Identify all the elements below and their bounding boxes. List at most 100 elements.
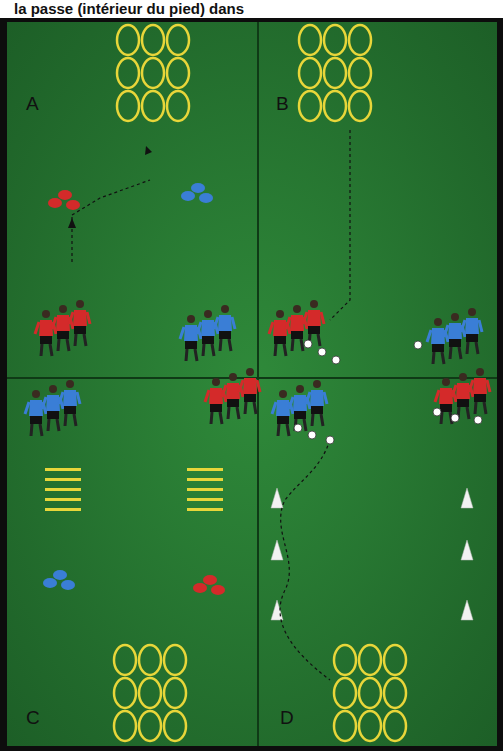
player (303, 300, 324, 346)
hoop (117, 58, 139, 88)
disc-cone (199, 193, 213, 203)
movement-lines (72, 130, 350, 680)
hoop (164, 678, 186, 708)
ladder-rung (45, 508, 81, 511)
pitch (7, 22, 497, 746)
hoop (167, 91, 189, 121)
player (289, 385, 310, 431)
ladder-rung (45, 468, 81, 471)
hoop (299, 91, 321, 121)
hoop (142, 25, 164, 55)
hoop (114, 645, 136, 675)
player (222, 373, 243, 419)
player (269, 310, 290, 356)
disc-cone (181, 191, 195, 201)
hoop (334, 711, 356, 741)
ladder-rung (45, 478, 81, 481)
hoop (334, 645, 356, 675)
ball (308, 431, 316, 439)
hoop (359, 645, 381, 675)
frame (0, 18, 503, 751)
hoop (384, 711, 406, 741)
ladder-rung (187, 508, 223, 511)
ball (451, 414, 459, 422)
player (197, 310, 218, 356)
balls (294, 340, 482, 444)
hoop (117, 91, 139, 121)
player (452, 373, 473, 419)
hoop (114, 678, 136, 708)
ladder-rung (187, 478, 223, 481)
hoop (114, 711, 136, 741)
ladder-rung (45, 488, 81, 491)
pass-line (330, 130, 350, 320)
hoop (334, 678, 356, 708)
player (42, 385, 63, 431)
disc-cone (66, 200, 80, 210)
slalom-cones (271, 488, 473, 620)
zone-letter: B (276, 94, 289, 114)
hoop (324, 58, 346, 88)
player (469, 368, 490, 414)
hoop (384, 645, 406, 675)
ball (414, 341, 422, 349)
hoop (359, 711, 381, 741)
ladder-rung (187, 488, 223, 491)
marker-cones (43, 183, 225, 595)
disc-cone (53, 570, 67, 580)
slalom-cone (461, 488, 473, 508)
hoop (349, 25, 371, 55)
ball (318, 348, 326, 356)
player (461, 308, 482, 354)
hoop (142, 91, 164, 121)
player (35, 310, 56, 356)
ball (332, 356, 340, 364)
ball (433, 408, 441, 416)
hoop-grids (114, 25, 406, 741)
player (25, 390, 46, 436)
title: la passe (intérieur du pied) dans (14, 0, 244, 18)
arrowhead (68, 218, 76, 228)
run-line (72, 180, 150, 215)
ladder-rung (187, 468, 223, 471)
player (205, 378, 226, 424)
disc-cone (211, 585, 225, 595)
zone-letter: A (26, 94, 39, 114)
player (59, 380, 80, 426)
agility-ladders (45, 468, 223, 511)
ladder-rung (187, 498, 223, 501)
player (444, 313, 465, 359)
hoop (324, 25, 346, 55)
hoop (349, 91, 371, 121)
disc-cone (48, 198, 62, 208)
hoop (299, 58, 321, 88)
player (180, 315, 201, 361)
ball (294, 424, 302, 432)
ladder-rung (45, 498, 81, 501)
hoop (384, 678, 406, 708)
slalom-cone (461, 540, 473, 560)
ball (474, 416, 482, 424)
disc-cone (203, 575, 217, 585)
hoop (359, 678, 381, 708)
player (69, 300, 90, 346)
player (272, 390, 293, 436)
hoop (164, 645, 186, 675)
slalom-cone (271, 488, 283, 508)
dribble-line (280, 440, 330, 680)
hoop (349, 58, 371, 88)
arrowhead (145, 146, 152, 155)
ball (326, 436, 334, 444)
zone-letter: D (280, 708, 294, 728)
players (25, 300, 490, 436)
player (214, 305, 235, 351)
slalom-cone (461, 600, 473, 620)
ball (304, 340, 312, 348)
player (52, 305, 73, 351)
hoop (299, 25, 321, 55)
hoop (117, 25, 139, 55)
slalom-cone (271, 540, 283, 560)
hoop (167, 58, 189, 88)
hoop (324, 91, 346, 121)
